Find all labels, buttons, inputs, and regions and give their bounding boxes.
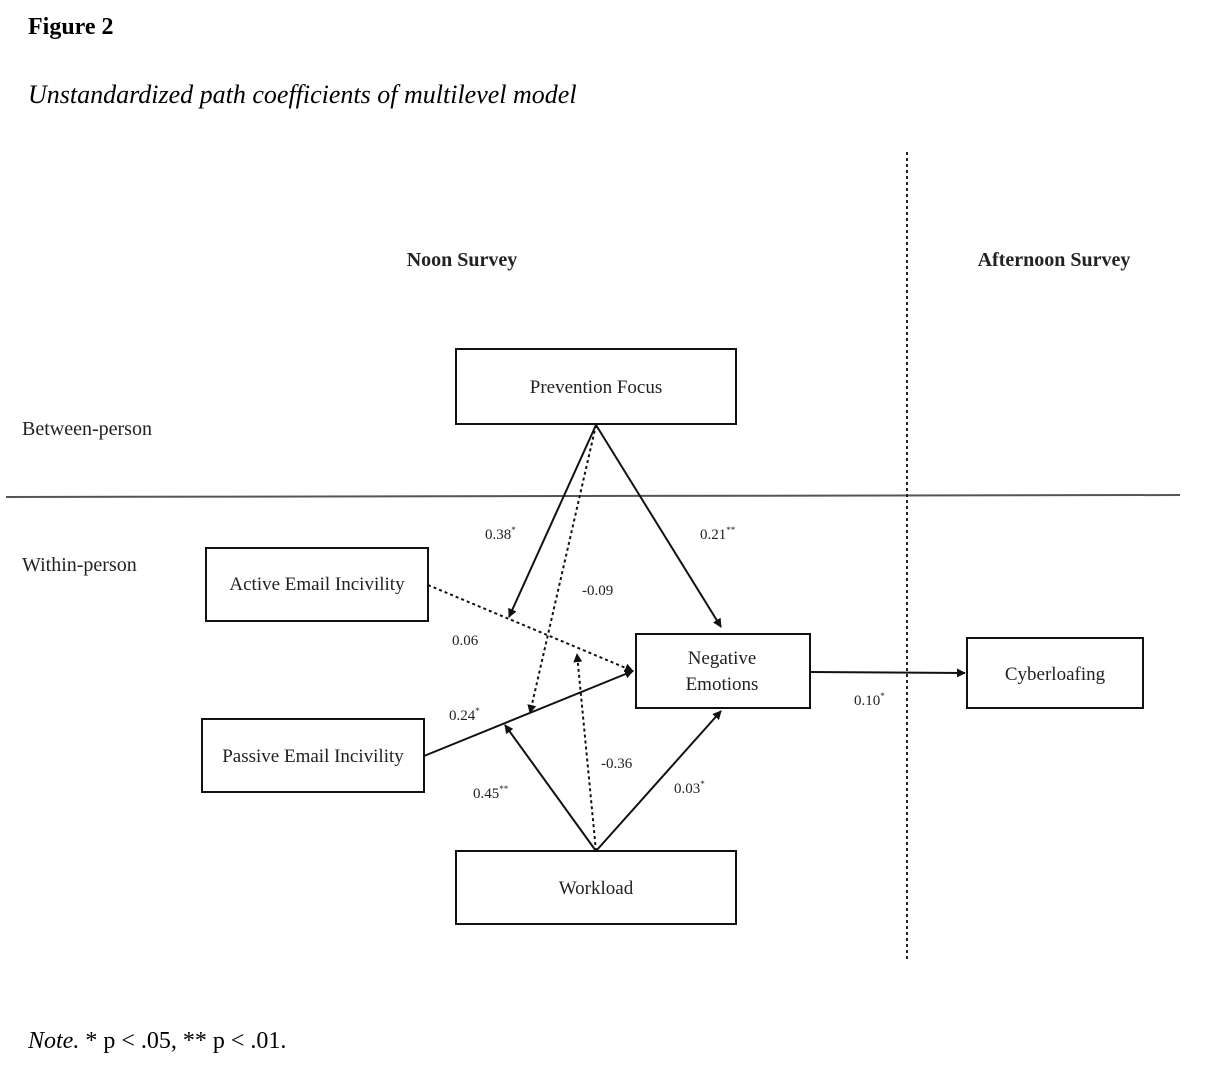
node-active-email-incivility-label: Active Email Incivility [229,574,405,595]
path-pf-to-negative-emotions [595,424,722,628]
node-prevention-focus: Prevention Focus [455,348,737,425]
node-prevention-focus-label: Prevention Focus [530,377,662,398]
level-divider-line [5,494,1181,498]
coef-pf-to-active-moderation: -0.09 [582,583,613,599]
coef-active-to-negative-emotions: 0.06 [452,633,479,649]
note-text: * p < .05, ** p < .01. [79,1028,287,1054]
path-workload-to-passive-moderation [504,724,597,852]
coef-workload-to-passive-moderation: 0.45** [473,784,509,802]
coef-workload-to-negative-emotions: 0.03* [674,779,705,797]
node-workload: Workload [455,850,737,925]
coef-pf-to-passive-moderation: 0.38* [485,525,516,543]
row-header-within: Within-person [22,554,137,576]
figure-label: Figure 2 [28,14,114,40]
node-active-email-incivility: Active Email Incivility [205,547,429,622]
figure-note: Note. * p < .05, ** p < .01. [28,1028,286,1055]
row-header-between: Between-person [22,418,152,440]
node-passive-email-incivility-label: Passive Email Incivility [222,746,404,767]
coef-workload-to-active-moderation: -0.36 [601,756,633,772]
node-negative-emotions: Negative Emotions [635,633,811,709]
coef-pf-to-negative-emotions: 0.21** [700,525,736,543]
column-header-afternoon: Afternoon Survey [978,249,1131,271]
note-prefix: Note. [28,1028,80,1054]
path-pf-to-passive-moderation [508,424,597,618]
node-workload-label: Workload [559,878,634,899]
node-cyberloafing-label: Cyberloafing [1005,664,1106,685]
node-negative-emotions-label-line1: Negative [688,648,757,669]
node-passive-email-incivility: Passive Email Incivility [201,718,425,793]
coef-negative-emotions-to-cyberloafing: 0.10* [854,691,885,709]
node-cyberloafing: Cyberloafing [966,637,1144,709]
path-negative-emotions-to-cyberloafing [809,668,966,678]
figure-caption: Unstandardized path coefficients of mult… [28,80,577,109]
path-passive-to-negative-emotions [423,669,634,757]
node-negative-emotions-label-line2: Emotions [686,674,759,695]
coef-passive-to-negative-emotions: 0.24* [449,706,480,724]
path-workload-to-active-moderation [573,653,597,852]
path-workload-to-negative-emotions [595,710,722,852]
path-pf-to-active-moderation [527,424,597,714]
column-header-noon: Noon Survey [407,249,518,271]
path-active-to-negative-emotions [427,584,634,673]
